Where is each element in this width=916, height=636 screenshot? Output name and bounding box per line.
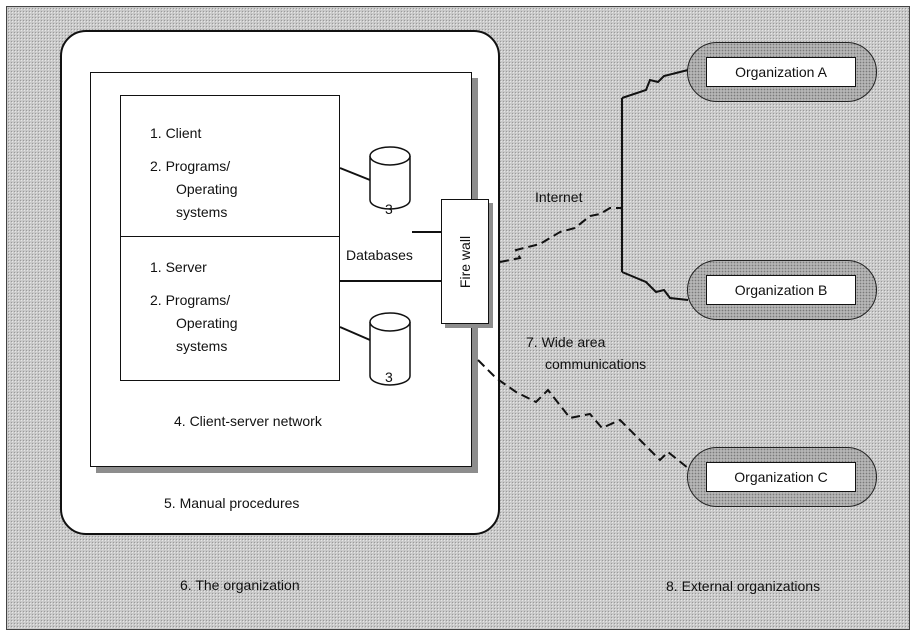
- database-cylinder-bottom: [369, 312, 411, 386]
- organization-c-label: Organization C: [706, 462, 856, 492]
- server-programs-line3: systems: [176, 338, 228, 354]
- client-programs-line2: Operating: [176, 181, 238, 197]
- external-organizations-label: 8. External organizations: [666, 578, 821, 594]
- wan-label-line2: communications: [545, 356, 647, 372]
- wan-dashed-link: [477, 359, 689, 469]
- databases-label: Databases: [346, 247, 413, 263]
- client-programs-line3: systems: [176, 204, 228, 220]
- server-box: [120, 236, 340, 381]
- server-programs-item: 2. Programs/: [150, 292, 231, 308]
- organization-a-node: Organization A: [687, 42, 877, 102]
- server-item: 1. Server: [150, 259, 207, 275]
- client-programs-item: 2. Programs/: [150, 158, 231, 174]
- firewall-label: Fire wall: [457, 235, 473, 288]
- client-db-link: [339, 167, 371, 181]
- organization-b-node: Organization B: [687, 260, 877, 320]
- server-db-link: [339, 326, 371, 341]
- client-box: [120, 95, 340, 237]
- database-number-bottom: 3: [385, 369, 393, 385]
- database-number-top: 3: [385, 201, 393, 217]
- link-to-organization-b: [621, 271, 689, 301]
- organization-a-label: Organization A: [706, 57, 856, 87]
- organization-c-node: Organization C: [687, 447, 877, 507]
- network-label: 4. Client-server network: [174, 413, 322, 429]
- internet-label: Internet: [535, 189, 583, 205]
- client-item: 1. Client: [150, 125, 202, 141]
- organization-b-label: Organization B: [706, 275, 856, 305]
- firewall-box: Fire wall: [441, 199, 489, 324]
- wan-label-line1: 7. Wide area: [526, 334, 606, 350]
- link-to-organization-a: [621, 69, 689, 99]
- database-cylinder-top: [369, 146, 411, 210]
- internet-dashed-link: [499, 207, 622, 263]
- server-programs-line2: Operating: [176, 315, 238, 331]
- manual-procedures-label: 5. Manual procedures: [164, 495, 300, 511]
- organization-label: 6. The organization: [180, 577, 300, 593]
